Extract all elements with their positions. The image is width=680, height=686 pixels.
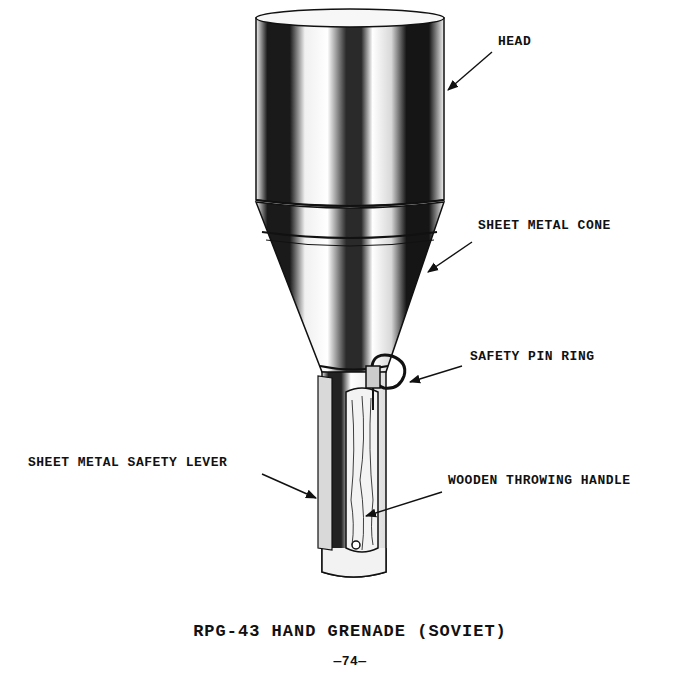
part-label: WOODEN THROWING HANDLE <box>448 473 631 489</box>
part-label: SHEET METAL CONE <box>478 218 611 234</box>
part-label: HEAD <box>498 34 531 50</box>
part-label: SAFETY PIN RING <box>470 349 595 365</box>
page-number: —74— <box>333 654 366 670</box>
part-label: SHEET METAL SAFETY LEVER <box>28 455 227 471</box>
figure-caption: RPG-43 HAND GRENADE (SOVIET) <box>193 622 507 642</box>
